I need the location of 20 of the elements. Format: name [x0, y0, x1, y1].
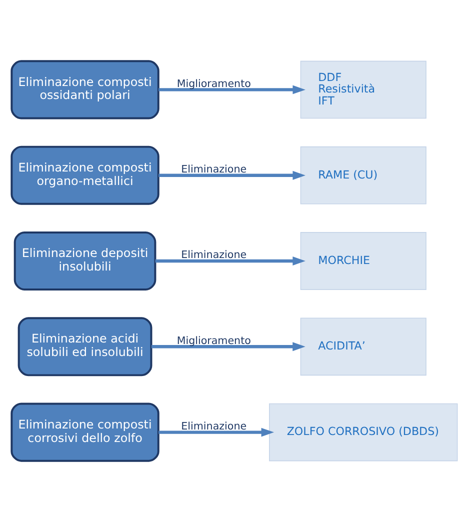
- node-box: Eliminazione composti organo-metallici: [10, 146, 160, 205]
- node-box: Eliminazione composti ossidanti polari: [10, 60, 160, 120]
- node-box: ZOLFO CORROSIVO (DBDS): [269, 403, 458, 462]
- node-box: Eliminazione acidi solubili ed insolubili: [18, 317, 152, 376]
- node-box: Eliminazione depositi insolubili: [14, 231, 156, 291]
- arrow: [158, 428, 274, 437]
- node-box: ACIDITA’: [300, 318, 426, 376]
- node-box: DDF Resistività IFT: [300, 60, 426, 119]
- arrow: [158, 170, 306, 180]
- arrow: [155, 256, 306, 266]
- edge-label: Miglioramento: [176, 334, 251, 347]
- node-box: RAME (CU): [300, 146, 426, 204]
- arrow: [151, 342, 306, 352]
- edge-label: Eliminazione: [181, 420, 247, 432]
- edge-label: Miglioramento: [176, 78, 251, 90]
- edge-label: Eliminazione: [181, 249, 247, 262]
- node-box: MORCHIE: [300, 232, 426, 290]
- node-box: Eliminazione composti corrosivi dello zolfo: [10, 402, 160, 462]
- arrow: [158, 85, 306, 94]
- edge-label: Eliminazione: [181, 164, 247, 176]
